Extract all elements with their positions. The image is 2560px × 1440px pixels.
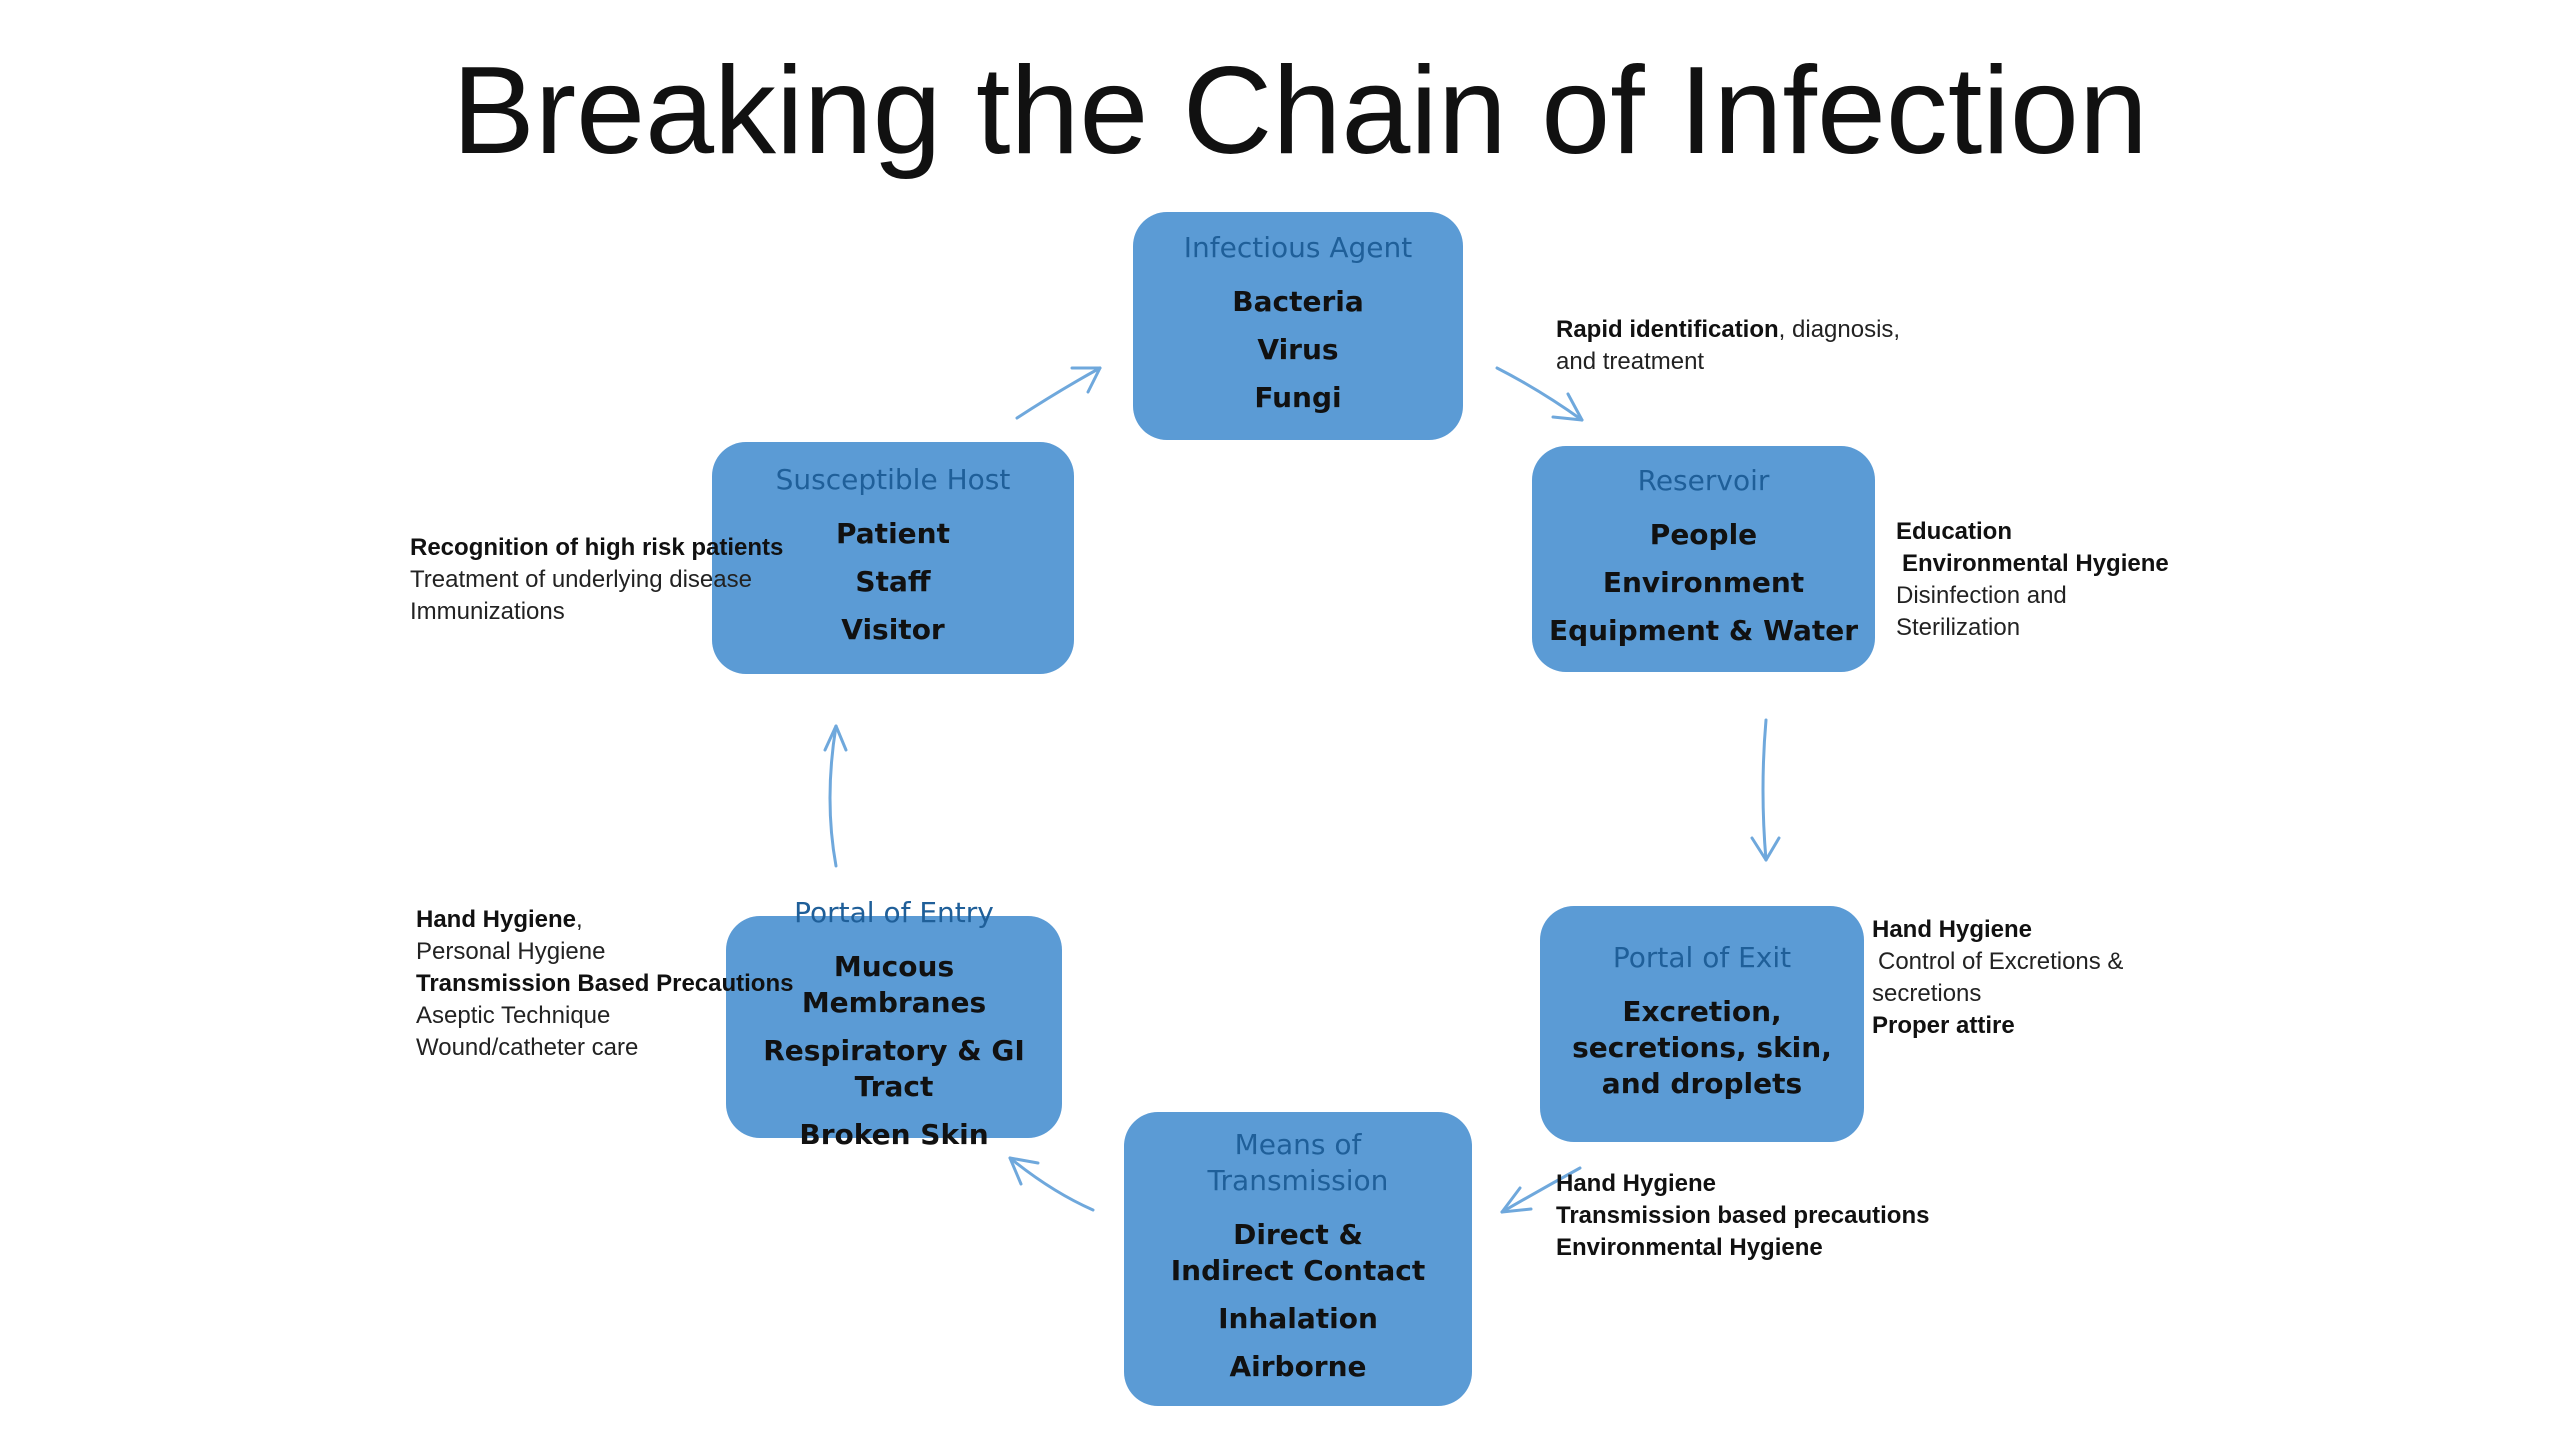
entry-intervention-note: Hand Hygiene, Personal Hygiene Transmiss…: [416, 904, 793, 1064]
note-text: Aseptic Technique: [416, 1002, 611, 1029]
note-text: Transmission based precautions: [1556, 1202, 1930, 1229]
arrow-entry-to-host-icon: [823, 724, 848, 868]
susceptible-host-node: Susceptible Host Patient Staff Visitor: [712, 442, 1074, 674]
note-text: Environmental Hygiene: [1902, 550, 2169, 577]
note-text: Hand Hygiene: [1872, 916, 2033, 943]
arrow-reservoir-to-exit-icon: [1750, 718, 1781, 862]
node-item: People: [1649, 518, 1758, 551]
portal-of-entry-node: Portal of Entry Mucous Membranes Respira…: [726, 896, 1062, 1151]
node-item: Visitor: [841, 613, 945, 646]
portal-of-exit-node: Portal of Exit Excretion, secretions, sk…: [1540, 906, 1864, 1142]
note-text: Recognition of high risk patients: [410, 534, 784, 561]
note-text: and treatment: [1556, 348, 1705, 375]
exit-intervention-note: Hand Hygiene Control of Excretions & sec…: [1872, 914, 2123, 1042]
node-item: Direct & Indirect Contact: [1170, 1218, 1426, 1287]
note-text: , diagnosis,: [1778, 316, 1901, 343]
note-text: Control of Excretions &: [1878, 948, 2124, 975]
note-text: Rapid identification: [1556, 316, 1779, 343]
node-item: Respiratory & GI Tract: [763, 1034, 1025, 1103]
note-text: ,: [576, 906, 583, 933]
arrow-agent-to-reservoir-icon: [1495, 366, 1584, 422]
note-text: Hand Hygiene: [416, 906, 577, 933]
node-item: Equipment & Water: [1548, 614, 1859, 647]
node-item: Virus: [1257, 333, 1339, 366]
node-title: Reservoir: [1637, 464, 1770, 497]
node-item: Patient: [836, 517, 950, 550]
note-text: Proper attire: [1872, 1012, 2015, 1039]
node-item: Broken Skin: [799, 1118, 989, 1151]
node-item: Fungi: [1254, 381, 1342, 414]
note-text: Environmental Hygiene: [1556, 1234, 1823, 1261]
reservoir-intervention-note: Education Environmental Hygiene Disinfec…: [1896, 516, 2169, 644]
arrow-transmission-to-entry-icon: [1008, 1156, 1095, 1212]
arrow-host-to-agent-icon: [1015, 366, 1102, 420]
host-intervention-note: Recognition of high risk patients Treatm…: [410, 532, 783, 628]
arrow-exit-to-transmission-icon: [1500, 1166, 1582, 1214]
note-text: Immunizations: [410, 598, 565, 625]
node-title: Susceptible Host: [775, 463, 1011, 496]
node-title: Infectious Agent: [1183, 231, 1413, 264]
node-item: Mucous Membranes: [801, 950, 987, 1019]
agent-intervention-note: Rapid identification, diagnosis, and tre…: [1556, 314, 1900, 378]
node-item: Environment: [1602, 566, 1805, 599]
node-item: Bacteria: [1232, 285, 1364, 318]
note-text: Sterilization: [1896, 614, 2021, 641]
node-item: Excretion, secretions, skin, and droplet…: [1572, 995, 1832, 1100]
node-title: Means of Transmission: [1207, 1128, 1389, 1197]
slide-title: Breaking the Chain of Infection: [452, 42, 2148, 180]
note-text: Personal Hygiene: [416, 938, 606, 965]
note-text: Hand Hygiene: [1556, 1170, 1717, 1197]
reservoir-node: Reservoir People Environment Equipment &…: [1532, 446, 1875, 672]
node-item: Airborne: [1229, 1350, 1367, 1383]
note-text: secretions: [1872, 980, 1982, 1007]
node-title: Portal of Entry: [794, 896, 994, 929]
note-text: Education: [1896, 518, 2013, 545]
note-text: Treatment of underlying disease: [410, 566, 752, 593]
node-item: Inhalation: [1218, 1302, 1378, 1335]
note-text: Transmission Based Precautions: [416, 970, 794, 997]
note-text: Wound/catheter care: [416, 1034, 639, 1061]
node-title: Portal of Exit: [1612, 941, 1792, 974]
node-item: Staff: [855, 565, 931, 598]
infectious-agent-node: Infectious Agent Bacteria Virus Fungi: [1133, 212, 1463, 440]
transmission-intervention-note: Hand Hygiene Transmission based precauti…: [1556, 1168, 1929, 1264]
means-of-transmission-node: Means of Transmission Direct & Indirect …: [1124, 1112, 1472, 1406]
note-text: Disinfection and: [1896, 582, 2067, 609]
